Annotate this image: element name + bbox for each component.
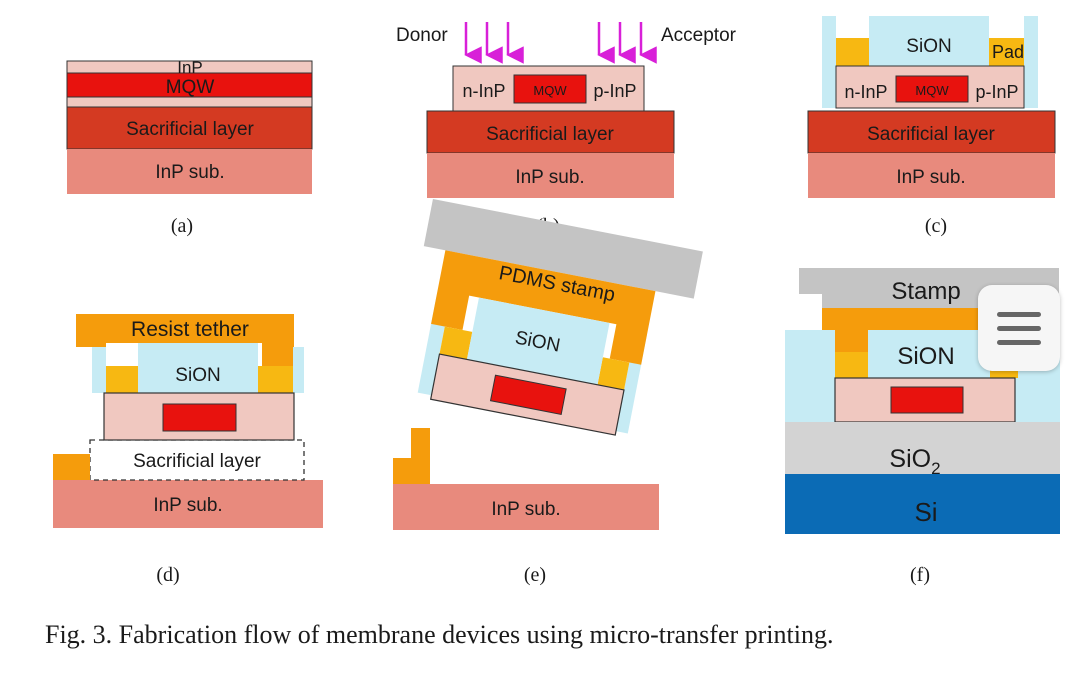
sacrificial-label: Sacrificial layer <box>133 451 261 472</box>
sacrificial-layer <box>426 110 675 154</box>
caption-c: (c) <box>925 215 947 237</box>
menu-bar-icon <box>997 311 1041 317</box>
resist-tether <box>822 308 1018 330</box>
resist-tether <box>53 314 294 480</box>
stamp-label: Stamp <box>891 278 960 305</box>
caption-e: (e) <box>524 564 546 586</box>
sacrificial-label: Sacrificial layer <box>486 124 614 145</box>
mqw-block <box>513 74 587 104</box>
sion-cladding-right <box>1024 16 1038 108</box>
substrate-layer <box>53 480 323 528</box>
n-inp-label: n-InP <box>462 81 505 101</box>
caption-a: (a) <box>171 215 193 237</box>
sion-top <box>869 16 989 66</box>
panel-c: SiON Pad MQW n-InP p-InP Sacrificial lay… <box>807 16 1056 237</box>
donor-arrows <box>464 22 524 64</box>
sion-label: SiON <box>897 343 954 370</box>
acceptor-arrows <box>597 22 657 64</box>
pad-left <box>106 366 138 393</box>
caption-f: (f) <box>910 564 930 586</box>
caption-d: (d) <box>156 564 179 586</box>
panel-a: InP MQW Sacrificial layer InP sub. (a) <box>66 58 313 237</box>
pad-left <box>439 326 473 360</box>
sion-block <box>868 330 990 378</box>
sacrificial-layer-removed <box>89 439 305 481</box>
mqw-block <box>890 386 964 414</box>
substrate-layer <box>67 149 312 194</box>
figure-caption: Fig. 3. Fabrication flow of membrane dev… <box>45 620 833 649</box>
substrate-label: InP sub. <box>896 167 965 188</box>
pdms-stamp <box>423 198 703 299</box>
sion-cladding-right <box>293 347 304 393</box>
sion-label: SiON <box>906 36 951 57</box>
n-inp-label: n-InP <box>844 82 887 102</box>
mqw-label: MQW <box>915 83 949 98</box>
pad-left <box>836 38 869 66</box>
hamburger-menu-button[interactable] <box>978 285 1060 371</box>
mqw-block <box>489 374 567 415</box>
sion-label: SiON <box>175 365 220 386</box>
menu-bar-icon <box>997 325 1041 331</box>
inp-bottom-layer <box>66 96 313 108</box>
pad-label: Pad <box>992 42 1024 62</box>
donor-label: Donor <box>396 25 448 46</box>
sio2-layer <box>785 422 1060 474</box>
mqw-label: MQW <box>533 83 567 98</box>
inp-label: InP <box>177 58 203 77</box>
tilted-stack: PDMS stamp SiON <box>417 198 703 436</box>
sion-block <box>466 297 610 385</box>
substrate-label: InP sub. <box>491 499 560 520</box>
sacrificial-label: Sacrificial layer <box>126 119 254 140</box>
mqw-label: MQW <box>166 77 215 98</box>
resist-tether <box>431 250 656 365</box>
mqw-block <box>162 403 237 432</box>
pad-right <box>597 357 630 390</box>
pad-right <box>989 38 1024 66</box>
panel-b: Donor Acceptor MQW n-InP p-InP Sacrifici… <box>396 22 737 237</box>
resist-tether-label: Resist tether <box>131 318 249 341</box>
stamp-base <box>822 294 1018 308</box>
substrate-label: InP sub. <box>515 167 584 188</box>
menu-bar-icon <box>997 339 1041 345</box>
substrate-label: InP sub. <box>155 162 224 183</box>
pad-left <box>835 352 868 378</box>
sion-block <box>138 343 258 393</box>
pad-right <box>258 366 293 393</box>
sacrificial-layer <box>66 106 313 150</box>
acceptor-label: Acceptor <box>661 25 737 46</box>
p-inp-label: p-InP <box>593 81 636 101</box>
si-layer <box>785 474 1060 534</box>
sacrificial-layer <box>807 110 1056 154</box>
sio2-label: SiO2 <box>889 445 940 478</box>
sion-cladding-left <box>92 347 106 393</box>
substrate-layer <box>808 153 1055 198</box>
substrate-label: InP sub. <box>153 495 222 516</box>
p-inp-label: p-InP <box>975 82 1018 102</box>
tether-side-left <box>835 330 868 352</box>
sion-cladding-left <box>822 16 836 108</box>
si-label: Si <box>914 497 937 527</box>
substrate-layer <box>427 153 674 198</box>
tether-remnant <box>393 428 430 484</box>
substrate-layer <box>393 484 659 530</box>
mqw-layer <box>66 72 313 98</box>
panel-d: Resist tether SiON Sacrificial layer InP… <box>53 314 323 586</box>
panel-e: InP sub. PDMS stamp SiON (e) <box>393 198 703 586</box>
sacrificial-label: Sacrificial layer <box>867 124 995 145</box>
mqw-block <box>895 75 969 103</box>
